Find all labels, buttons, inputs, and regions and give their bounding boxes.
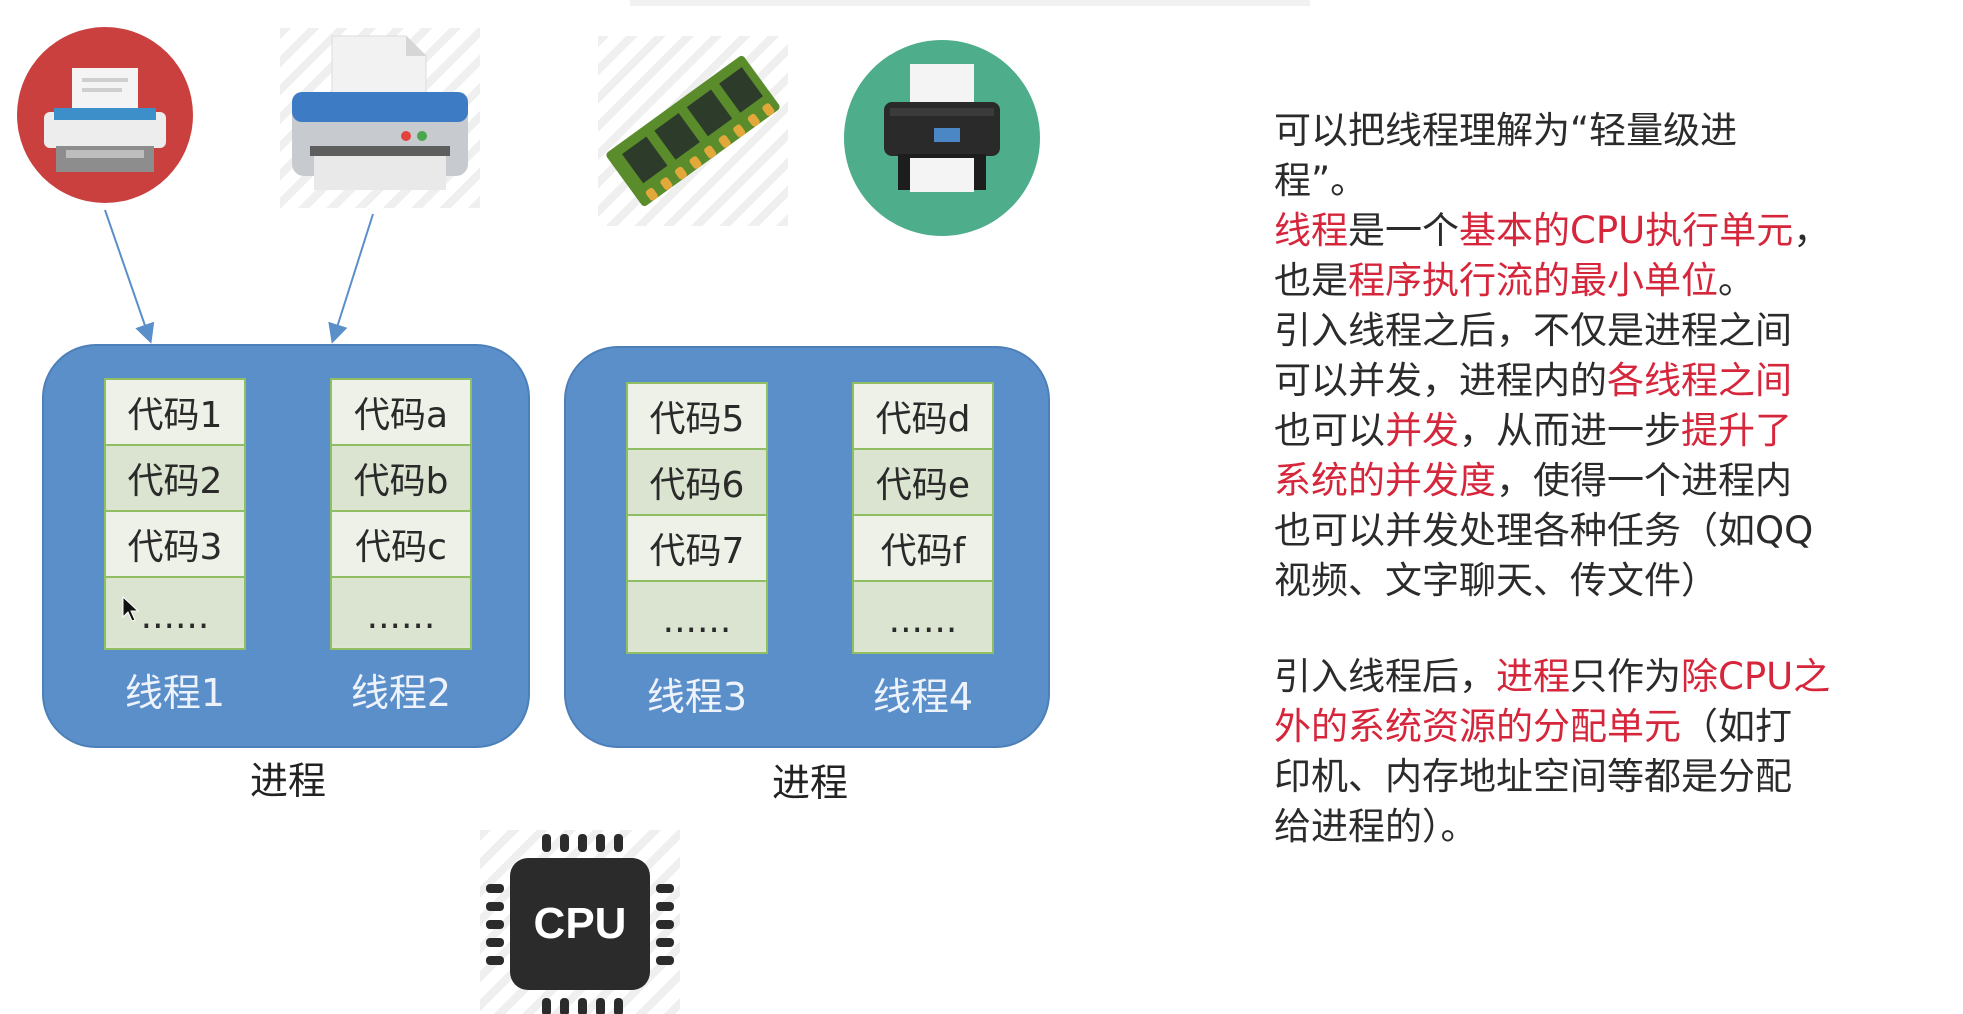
highlight-span: 除CPU之	[1681, 655, 1831, 698]
arrows	[104, 209, 374, 344]
text-span: 也可以并发处理各种任务（如QQ	[1274, 509, 1814, 552]
code-cell: 代码f	[854, 516, 992, 582]
thread-label: 线程2	[350, 671, 452, 715]
cpu-chip-icon: CPU	[480, 830, 680, 1014]
text-span: 给进程的）。	[1274, 805, 1478, 848]
highlight-span: 程序执行流的最小单位	[1348, 259, 1718, 302]
thread-label: 线程3	[646, 675, 748, 719]
thread-column: 代码a 代码b 代码c ......	[330, 378, 472, 650]
text-span: （如打	[1681, 705, 1792, 748]
thread-label: 线程4	[872, 675, 974, 719]
text-span: ，使得一个进程内	[1496, 459, 1792, 502]
cpu-label: CPU	[534, 899, 627, 948]
arrow-line	[328, 213, 374, 344]
code-cell: 代码7	[628, 516, 766, 582]
process-label: 进程	[249, 759, 326, 803]
text-span: 引入线程后，	[1274, 655, 1496, 698]
explanation-text: 可以把线程理解为“轻量级进 程”。 线程是一个基本的CPU执行单元， 也是程序执…	[1274, 106, 1914, 852]
thread-column: 代码5 代码6 代码7 ......	[626, 382, 768, 654]
text-span: 。	[1718, 259, 1755, 302]
code-cell: 代码2	[106, 446, 244, 512]
code-cell: 代码1	[106, 380, 244, 446]
highlight-span: 线程	[1274, 209, 1348, 252]
code-cell: 代码e	[854, 450, 992, 516]
printer-green-icon	[844, 40, 1040, 236]
text-span: 可以并发，进程内的	[1274, 359, 1607, 402]
text-span: 可以把线程理解为“轻量级进	[1274, 109, 1738, 152]
text-span: 引入线程之后，不仅是进程之间	[1274, 309, 1792, 352]
code-cell: 代码d	[854, 384, 992, 450]
paragraph: 引入线程之后，不仅是进程之间 可以并发，进程内的各线程之间 也可以并发，从而进一…	[1274, 306, 1914, 606]
thread-column: 代码d 代码e 代码f ......	[852, 382, 994, 654]
highlight-span: 系统的并发度	[1274, 459, 1496, 502]
code-cell: ......	[628, 582, 766, 650]
code-cell: 代码5	[628, 384, 766, 450]
highlight-span: 外的系统资源的分配单元	[1274, 705, 1681, 748]
text-span: 程”。	[1274, 159, 1368, 202]
text-span: 也是	[1274, 259, 1348, 302]
printer-grey-icon	[280, 28, 480, 208]
text-span: 是一个	[1348, 209, 1459, 252]
highlight-span: 进程	[1496, 655, 1570, 698]
text-span: ，从而进一步	[1459, 409, 1681, 452]
code-cell: 代码6	[628, 450, 766, 516]
paragraph: 引入线程后，进程只作为除CPU之 外的系统资源的分配单元（如打 印机、内存地址空…	[1274, 652, 1914, 852]
paragraph: 线程是一个基本的CPU执行单元， 也是程序执行流的最小单位。	[1274, 206, 1914, 306]
text-span: 印机、内存地址空间等都是分配	[1274, 755, 1792, 798]
code-cell: 代码3	[106, 512, 244, 578]
arrow-line	[104, 209, 155, 344]
text-span: 视频、文字聊天、传文件）	[1274, 559, 1718, 602]
top-strip	[630, 0, 1310, 6]
mouse-cursor-icon	[122, 596, 140, 622]
code-cell: 代码b	[332, 446, 470, 512]
highlight-span: 各线程之间	[1607, 359, 1792, 402]
code-cell: ......	[854, 582, 992, 650]
highlight-span: 基本的CPU执行单元	[1459, 209, 1794, 252]
code-cell: ......	[332, 578, 470, 646]
paragraph: 可以把线程理解为“轻量级进 程”。	[1274, 106, 1914, 206]
highlight-span: 提升了	[1681, 409, 1792, 452]
thread-label: 线程1	[124, 671, 226, 715]
highlight-span: 并发	[1385, 409, 1459, 452]
text-span: 也可以	[1274, 409, 1385, 452]
memory-stick-icon	[598, 36, 788, 226]
text-span: ，	[1793, 209, 1831, 252]
code-cell: 代码c	[332, 512, 470, 578]
text-span: 只作为	[1570, 655, 1681, 698]
process-label: 进程	[771, 761, 848, 805]
code-cell: 代码a	[332, 380, 470, 446]
printer-red-icon	[17, 27, 193, 203]
